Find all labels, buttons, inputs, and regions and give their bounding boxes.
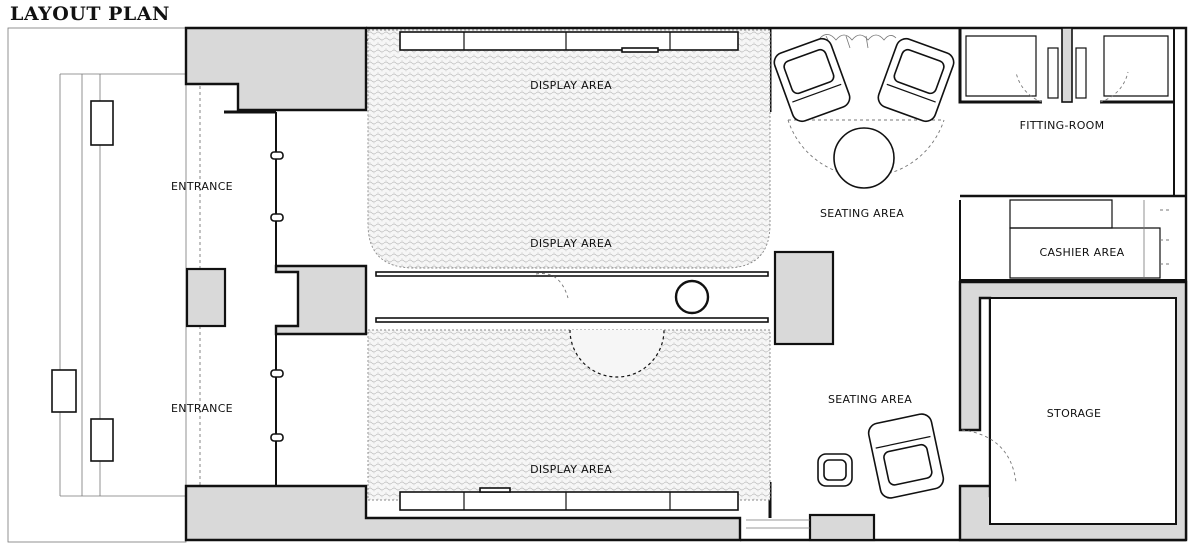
exterior-sidewalk <box>7 27 201 543</box>
entrance-column <box>185 267 227 328</box>
cashier-walls <box>959 194 1186 281</box>
display-floors <box>367 29 835 511</box>
seating-bottom-furniture <box>817 413 945 499</box>
label-fitting-room: FITTING-ROOM <box>1020 119 1105 132</box>
plan-title: LAYOUT PLAN <box>10 3 170 25</box>
label-display-top: DISPLAY AREA <box>530 79 612 92</box>
fitting-room-walls <box>958 27 1174 104</box>
label-seating-bottom: SEATING AREA <box>828 393 912 406</box>
planter-1 <box>90 100 114 146</box>
label-entrance-top: ENTRANCE <box>171 180 233 193</box>
storage-walls <box>958 280 1188 542</box>
planter-2 <box>51 369 77 413</box>
label-entrance-bottom: ENTRANCE <box>171 402 233 415</box>
label-seating-top: SEATING AREA <box>820 207 904 220</box>
seating-top-furniture <box>773 34 955 189</box>
storefront <box>185 110 368 486</box>
planter-3 <box>90 418 114 462</box>
label-cashier-area: CASHIER AREA <box>1039 246 1124 259</box>
label-display-mid: DISPLAY AREA <box>530 237 612 250</box>
label-storage: STORAGE <box>1047 407 1101 420</box>
label-display-bottom: DISPLAY AREA <box>530 463 612 476</box>
